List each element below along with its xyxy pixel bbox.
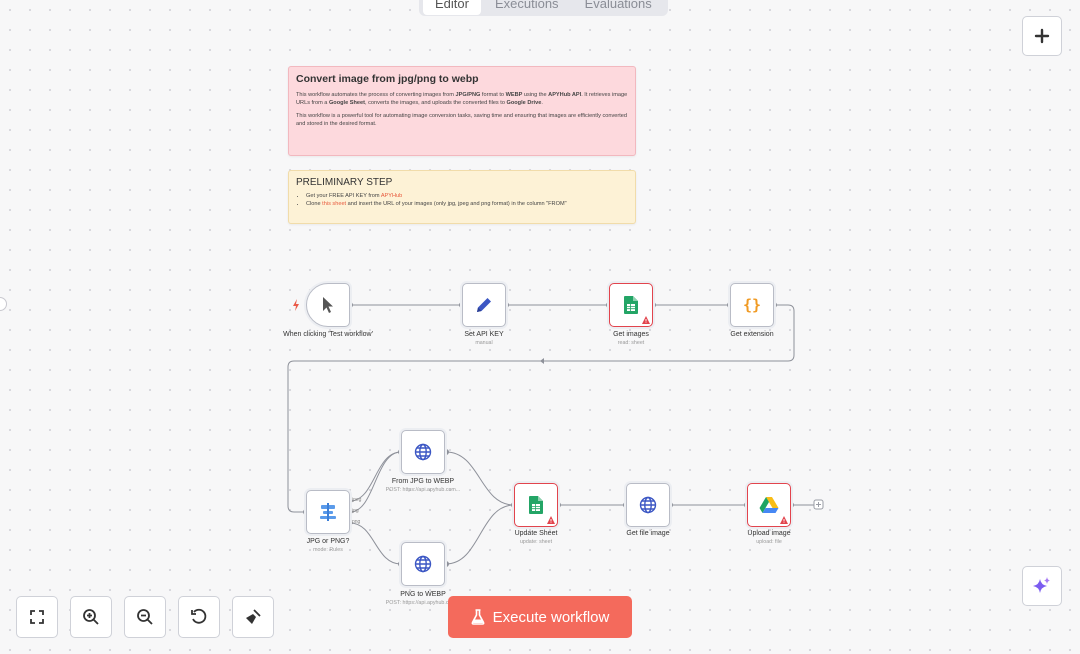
google-drive-icon bbox=[759, 497, 779, 513]
edge-switch-jpg-2 bbox=[349, 451, 402, 513]
node-subtitle: read: sheet bbox=[617, 340, 645, 346]
edge-arrow bbox=[540, 358, 544, 364]
google-sheets-icon bbox=[529, 496, 543, 514]
node-get-extension[interactable]: {} bbox=[730, 283, 774, 327]
code-braces-icon: {} bbox=[742, 296, 762, 314]
port-label: png bbox=[352, 519, 361, 525]
tab-editor[interactable]: Editor bbox=[423, 0, 481, 15]
cursor-icon bbox=[323, 297, 333, 313]
sparkle-icon bbox=[1033, 577, 1050, 593]
edge-switch-png bbox=[349, 522, 402, 565]
switch-icon bbox=[320, 503, 336, 521]
plus-icon bbox=[1034, 28, 1050, 44]
node-set-api-key[interactable] bbox=[462, 283, 506, 327]
reset-zoom-button[interactable] bbox=[178, 596, 220, 638]
note-title: Convert image from jpg/png to webp bbox=[296, 73, 479, 85]
node-label: JPG or PNG? bbox=[306, 538, 350, 545]
ask-ai-button[interactable] bbox=[1022, 566, 1062, 606]
node-label: Get images bbox=[613, 331, 649, 338]
node-switch[interactable] bbox=[306, 490, 350, 534]
node-manual-trigger[interactable] bbox=[306, 283, 350, 327]
node-get-images[interactable] bbox=[609, 283, 653, 327]
google-sheets-icon bbox=[624, 296, 638, 314]
tab-executions[interactable]: Executions bbox=[494, 0, 559, 11]
execute-workflow-button[interactable]: Execute workflow bbox=[448, 596, 632, 638]
fit-view-button[interactable] bbox=[16, 596, 58, 638]
edge-png-update bbox=[445, 504, 515, 565]
pencil-icon bbox=[477, 298, 491, 312]
port-label: jpg bbox=[352, 508, 359, 514]
node-update-sheet[interactable] bbox=[514, 483, 558, 527]
node-label: Upload image bbox=[747, 530, 791, 537]
node-subtitle: upload: file bbox=[756, 539, 782, 545]
node-upload-image[interactable] bbox=[747, 483, 791, 527]
execute-label: Execute workflow bbox=[492, 608, 610, 626]
node-label: Get file image bbox=[626, 530, 670, 537]
tab-evaluations[interactable]: Evaluations bbox=[584, 0, 652, 11]
node-label: Set API KEY bbox=[464, 331, 504, 338]
note-title: PRELIMINARY STEP bbox=[296, 177, 393, 188]
reset-icon bbox=[191, 608, 207, 624]
zoom-in-button[interactable] bbox=[70, 596, 112, 638]
edge-jpg-update bbox=[445, 451, 515, 506]
sheet-link[interactable]: this sheet bbox=[322, 201, 347, 207]
node-label: PNG to WEBP bbox=[400, 591, 446, 598]
flask-icon bbox=[471, 609, 485, 625]
note-list: Get your FREE API KEY from APYHub Clone … bbox=[296, 192, 628, 208]
node-subtitle: manual bbox=[475, 340, 493, 346]
node-get-file-image[interactable] bbox=[626, 483, 670, 527]
note-paragraph-2: This workflow is a powerful tool for aut… bbox=[296, 113, 628, 127]
zoom-in-icon bbox=[83, 609, 99, 625]
node-label: Update Sheet bbox=[514, 530, 558, 537]
zoom-out-icon bbox=[137, 609, 153, 625]
warning-icon bbox=[547, 516, 555, 524]
fit-view-icon bbox=[30, 610, 44, 624]
note-paragraph-1: This workflow automates the process of c… bbox=[296, 92, 628, 106]
globe-icon bbox=[414, 443, 432, 461]
node-label: Get extension bbox=[730, 331, 774, 338]
add-node-button[interactable] bbox=[1022, 16, 1062, 56]
node-label: From JPG to WEBP bbox=[391, 478, 455, 485]
view-tabs: Editor Executions Evaluations bbox=[419, 0, 668, 16]
node-label: When clicking 'Test workflow' bbox=[283, 331, 373, 338]
zoom-out-button[interactable] bbox=[124, 596, 166, 638]
sticky-note-preliminary[interactable]: PRELIMINARY STEP Get your FREE API KEY f… bbox=[288, 170, 636, 224]
plus-icon bbox=[816, 502, 821, 507]
list-item: Clone this sheet and insert the URL of y… bbox=[306, 200, 628, 208]
warning-icon bbox=[780, 516, 788, 524]
globe-icon bbox=[639, 496, 657, 514]
node-subtitle: update: sheet bbox=[519, 539, 553, 545]
connector-dots bbox=[303, 302, 794, 567]
sticky-note-description[interactable]: Convert image from jpg/png to webp This … bbox=[288, 66, 636, 156]
port-label: jpeg bbox=[352, 497, 362, 503]
node-jpg-to-webp[interactable] bbox=[401, 430, 445, 474]
broom-icon bbox=[246, 609, 261, 624]
apyhub-link[interactable]: APYHub bbox=[380, 193, 403, 199]
list-item: Get your FREE API KEY from APYHub bbox=[306, 192, 628, 200]
lightning-icon bbox=[293, 299, 299, 311]
node-png-to-webp[interactable] bbox=[401, 542, 445, 586]
warning-icon bbox=[642, 316, 650, 324]
node-subtitle: POST: https://api.apyhub.com... bbox=[385, 487, 461, 493]
globe-icon bbox=[414, 555, 432, 573]
node-subtitle: POST: https://api.apyhub.com... bbox=[385, 600, 461, 606]
node-subtitle: mode: Rules bbox=[313, 547, 343, 553]
tidy-up-button[interactable] bbox=[232, 596, 274, 638]
